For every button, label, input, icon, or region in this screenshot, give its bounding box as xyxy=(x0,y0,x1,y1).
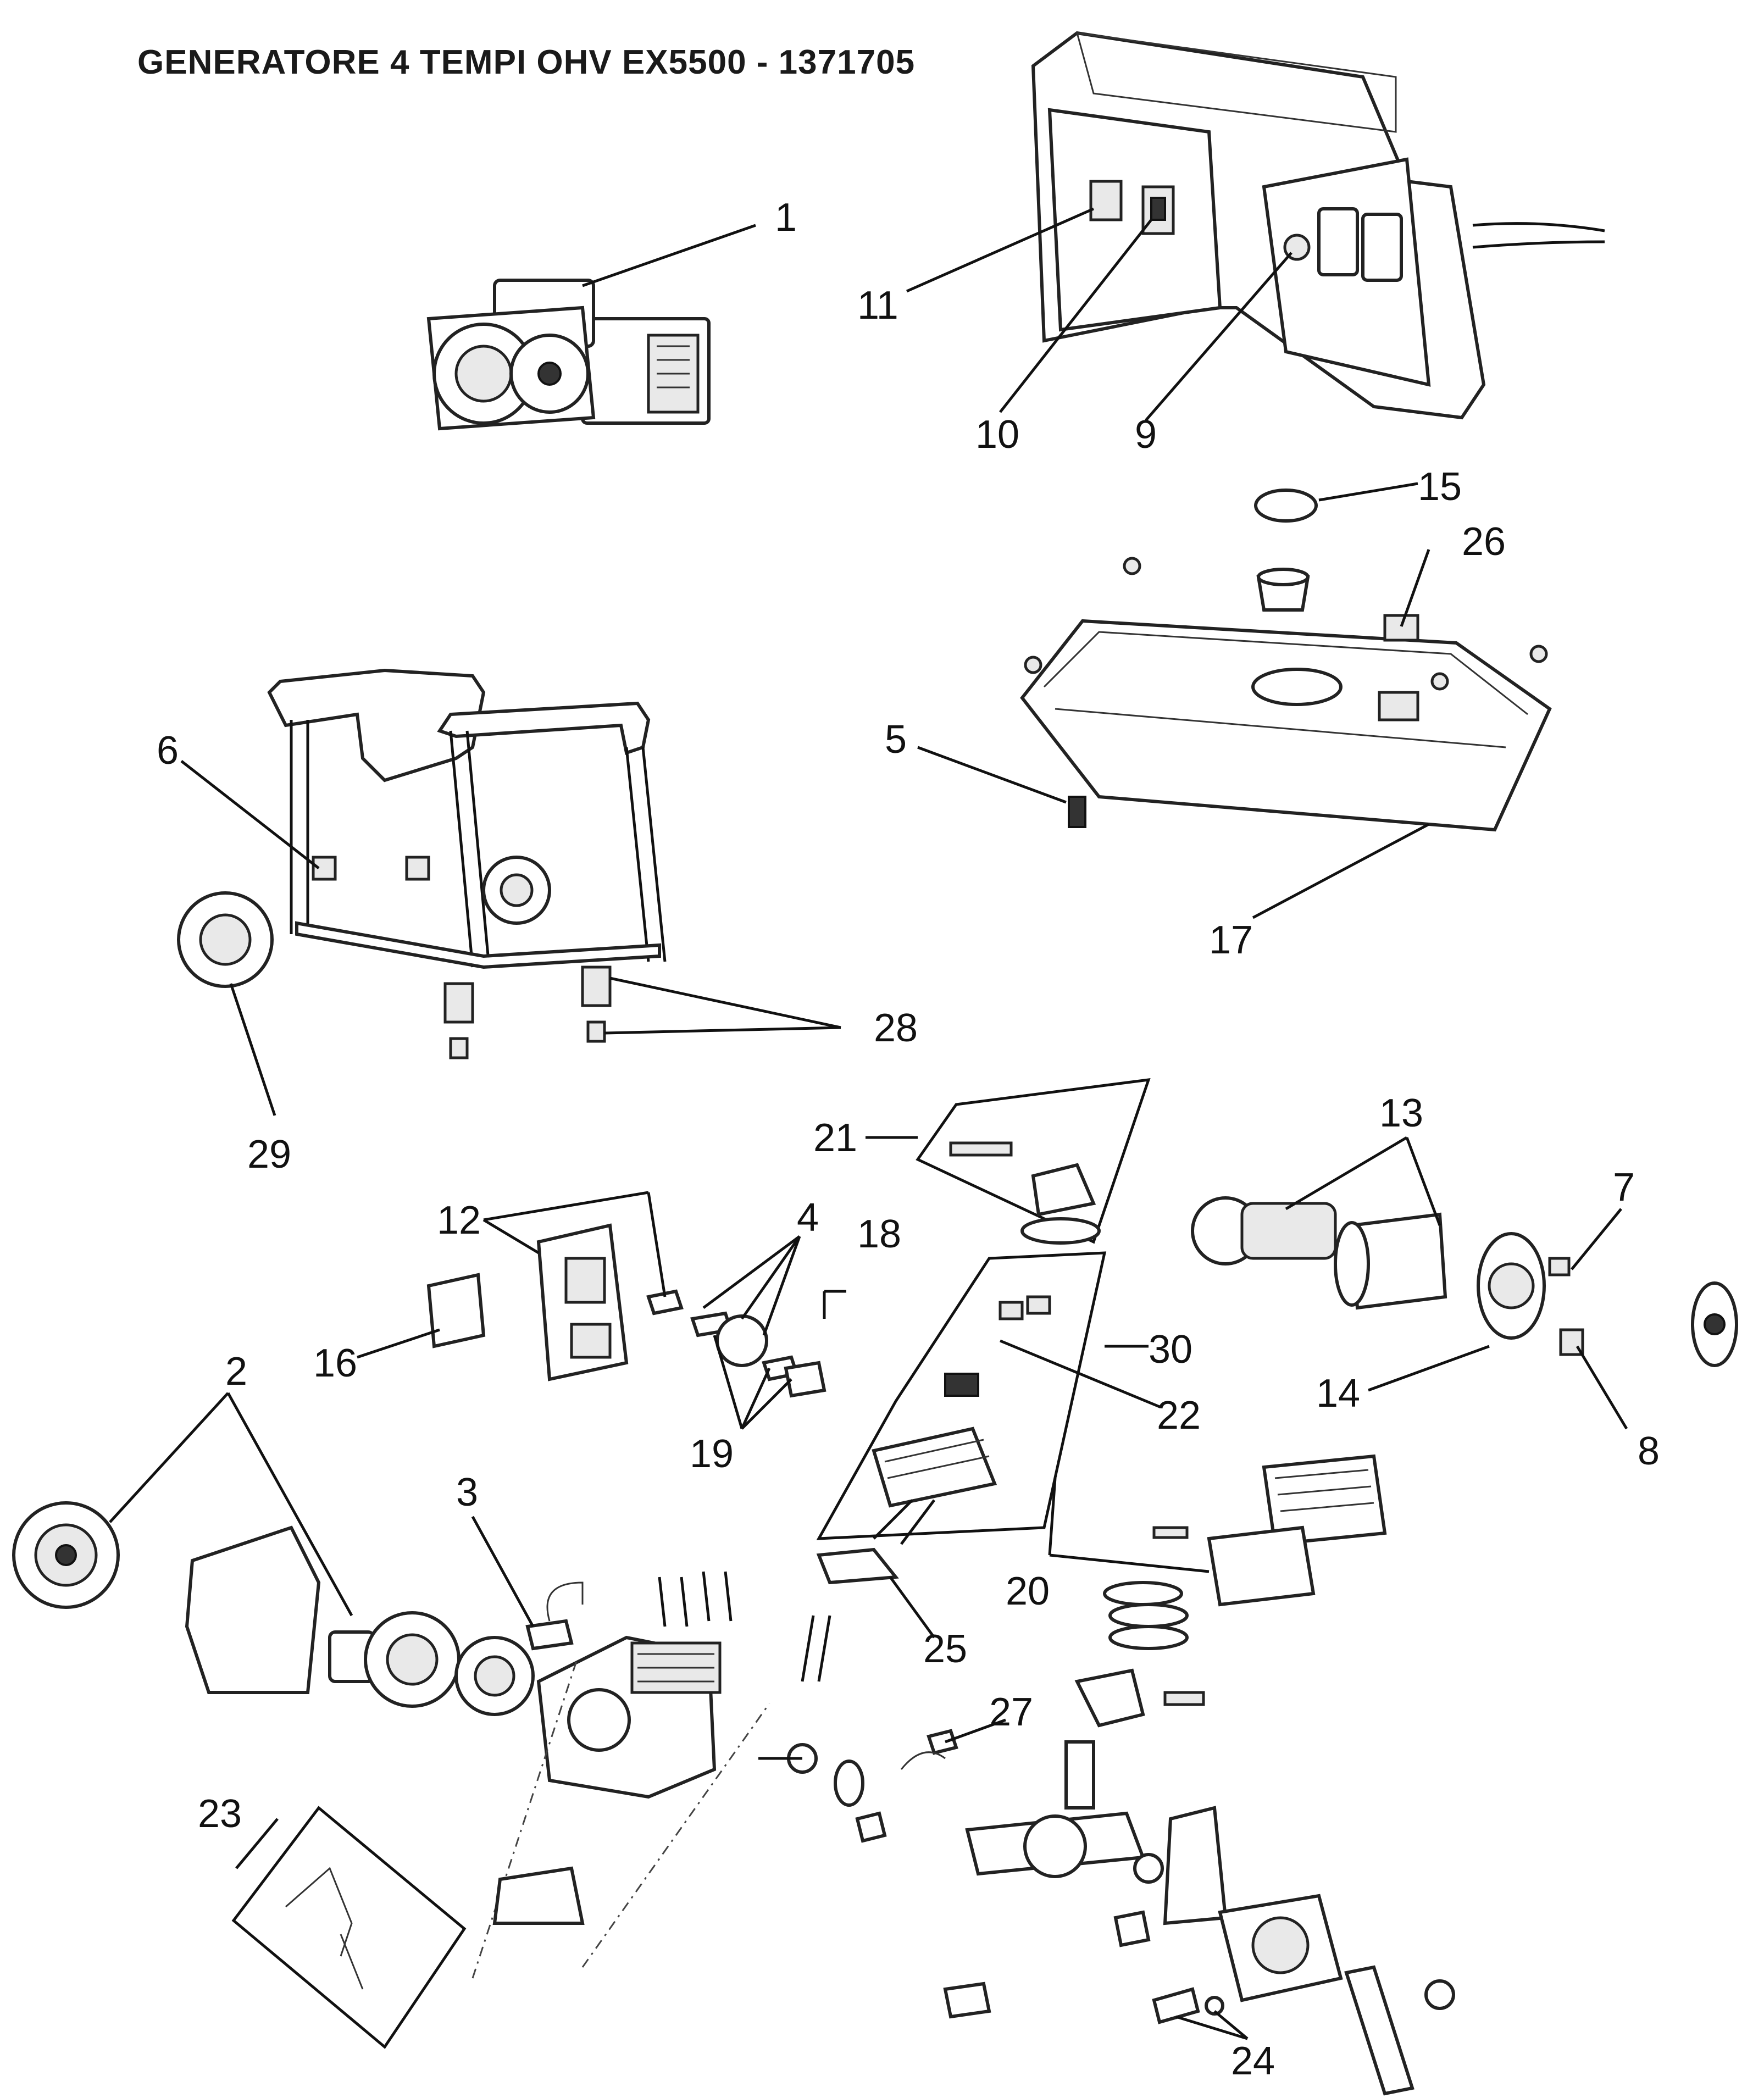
leader-lines xyxy=(109,207,1628,2040)
piston xyxy=(1074,1668,1145,1728)
callout-12: 12 xyxy=(437,1198,481,1242)
callout-6: 6 xyxy=(157,729,179,773)
callout-28: 28 xyxy=(874,1006,918,1050)
part-alternator xyxy=(1191,1196,1738,1367)
part-crankshaft-group xyxy=(758,1547,1455,2096)
callout-10: 10 xyxy=(975,413,1019,457)
connecting-rod xyxy=(1064,1740,1095,1810)
callout-26: 26 xyxy=(1462,520,1506,564)
callout-17: 17 xyxy=(1209,918,1253,962)
callout-1: 1 xyxy=(775,196,797,240)
ignition-coil xyxy=(525,1619,574,1651)
part-fuel-tank xyxy=(1020,489,1552,832)
part-cylinder-head-group xyxy=(816,1078,1151,1545)
socket-2 xyxy=(1361,213,1403,282)
callout-16: 16 xyxy=(313,1341,357,1385)
fuel-cap xyxy=(1254,489,1318,523)
callout-4: 4 xyxy=(797,1196,819,1240)
callout-15: 15 xyxy=(1418,465,1462,509)
callout-2: 2 xyxy=(225,1350,247,1394)
callout-labels: 1 2 3 4 5 6 7 8 9 10 11 12 13 14 15 16 1… xyxy=(157,196,1660,2083)
callout-25: 25 xyxy=(923,1627,967,1671)
callout-14: 14 xyxy=(1316,1372,1360,1416)
part-engine-assembly xyxy=(426,279,711,431)
fan-cover xyxy=(185,1525,321,1694)
callout-29: 29 xyxy=(247,1133,291,1176)
part-starter-group xyxy=(12,1501,584,1716)
callout-18: 18 xyxy=(857,1212,901,1256)
callout-13: 13 xyxy=(1379,1091,1423,1135)
part-air-filter xyxy=(426,1223,846,1398)
part-governor-box xyxy=(231,1806,467,2049)
callout-27: 27 xyxy=(989,1690,1033,1734)
callout-20: 20 xyxy=(1006,1569,1050,1613)
part-crankcase xyxy=(471,1571,770,1979)
callout-11: 11 xyxy=(857,284,898,328)
socket-1 xyxy=(1317,207,1359,276)
part-shrouds xyxy=(1152,1454,1387,1607)
callout-22: 22 xyxy=(1157,1394,1201,1437)
callout-23: 23 xyxy=(198,1792,242,1836)
callout-7: 7 xyxy=(1613,1165,1635,1209)
rotor xyxy=(1240,1202,1337,1260)
fuel-valve xyxy=(1068,796,1086,828)
callout-24: 24 xyxy=(1231,2039,1275,2083)
callout-3: 3 xyxy=(456,1470,478,1514)
callout-9: 9 xyxy=(1135,413,1157,457)
callout-30: 30 xyxy=(1149,1328,1192,1372)
box-30 xyxy=(816,1251,1107,1540)
callout-21: 21 xyxy=(813,1116,857,1160)
breaker-switch xyxy=(1089,180,1123,221)
callout-8: 8 xyxy=(1638,1429,1660,1473)
fuel-gauge xyxy=(1378,691,1419,721)
carburetor xyxy=(715,1314,768,1367)
callout-5: 5 xyxy=(885,718,907,762)
box-21 xyxy=(916,1078,1151,1244)
callout-19: 19 xyxy=(690,1432,734,1476)
part-frame xyxy=(177,668,667,1059)
filter-element xyxy=(426,1273,486,1348)
part-control-panel xyxy=(1031,31,1605,420)
diagram-title: GENERATORE 4 TEMPI OHV EX5500 - 1371705 xyxy=(137,43,916,81)
crankcase-gasket xyxy=(1163,1806,1228,1925)
